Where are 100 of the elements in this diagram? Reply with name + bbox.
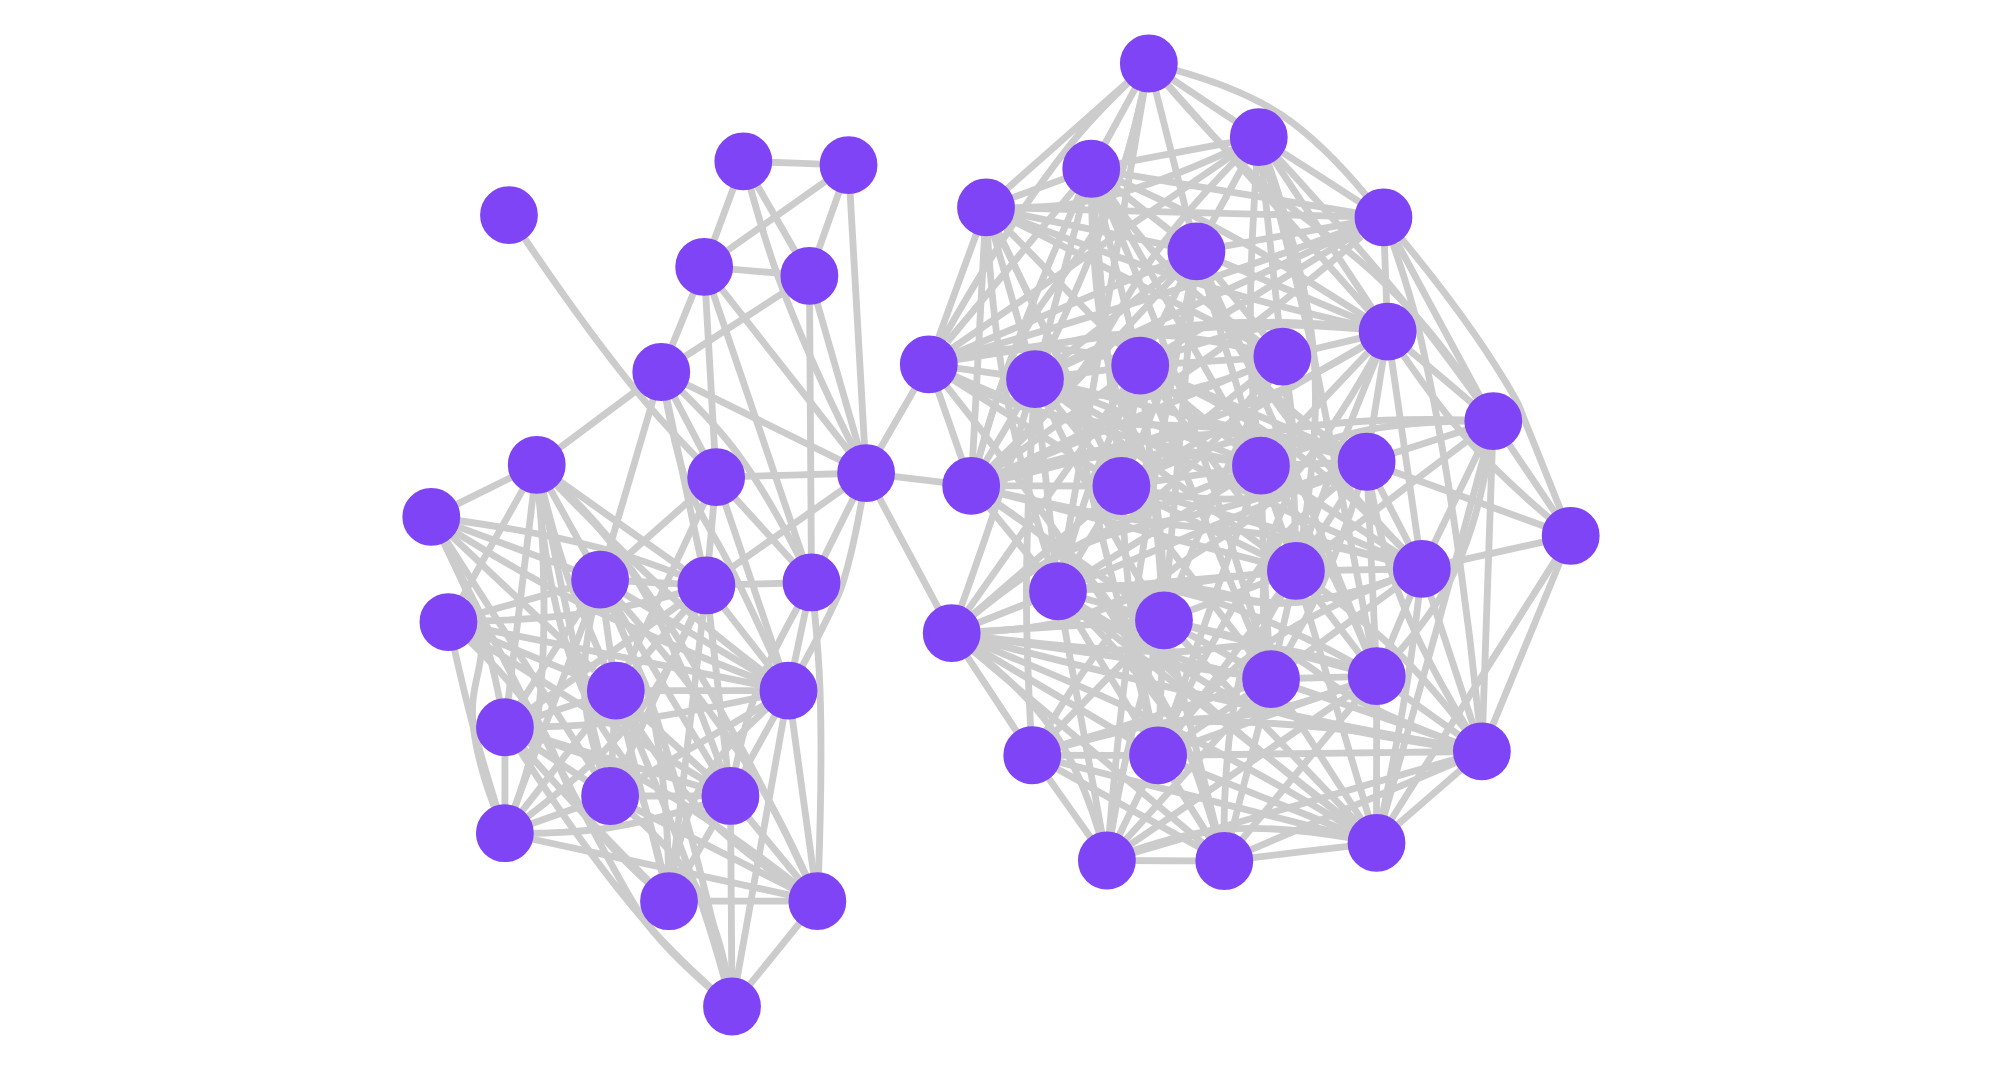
connector — [534, 492, 666, 876]
connector — [1478, 449, 1495, 724]
connector — [731, 579, 783, 589]
connector — [941, 382, 1220, 836]
connector — [439, 539, 503, 702]
connector — [439, 539, 712, 992]
connector — [717, 286, 851, 454]
node-circle — [1005, 350, 1063, 408]
connector — [819, 496, 856, 561]
connector — [1100, 86, 1138, 147]
connector — [731, 495, 795, 565]
connector — [473, 624, 761, 689]
connector — [1205, 159, 1248, 229]
connector — [1307, 483, 1354, 550]
connector — [1425, 593, 1476, 727]
connector — [963, 654, 1019, 734]
connector — [1060, 390, 1132, 566]
connector — [943, 187, 1076, 344]
connector — [768, 158, 820, 168]
connector — [454, 522, 575, 574]
connector — [1396, 689, 1461, 739]
connector — [1389, 467, 1546, 530]
node-circle — [1077, 831, 1135, 890]
connector — [976, 636, 1456, 751]
node-circle — [713, 132, 772, 191]
connector — [442, 538, 598, 776]
connector — [500, 753, 508, 807]
connector — [555, 477, 685, 573]
connector — [1151, 88, 1192, 226]
connector — [720, 502, 782, 666]
connector — [620, 590, 766, 680]
connector — [1363, 487, 1378, 650]
connector — [1396, 235, 1564, 513]
connector — [1044, 775, 1093, 841]
connector — [994, 234, 1363, 478]
node-circle — [1194, 832, 1253, 890]
connector — [1126, 689, 1355, 848]
connector — [1169, 76, 1237, 125]
connector — [974, 191, 1083, 461]
connector — [1379, 243, 1390, 306]
node-circle — [1118, 34, 1177, 93]
connector — [631, 805, 795, 893]
connector — [787, 717, 817, 875]
node-circle — [1166, 222, 1225, 281]
connector — [464, 637, 650, 886]
connector — [1164, 82, 1372, 314]
node-circle — [1128, 726, 1186, 785]
connector — [1296, 673, 1350, 682]
node-circle — [836, 444, 894, 502]
node-circle — [781, 553, 840, 612]
connector — [1068, 612, 1146, 734]
node-circle — [1353, 188, 1412, 247]
connector — [974, 88, 1146, 461]
connector — [753, 183, 798, 254]
connector — [610, 600, 719, 775]
node-circle — [818, 136, 877, 194]
node-circle — [631, 343, 690, 401]
connector — [1163, 82, 1480, 400]
connector — [1404, 346, 1475, 407]
connector — [874, 495, 941, 610]
connector — [739, 713, 778, 774]
connector — [456, 517, 681, 579]
connector — [1290, 583, 1400, 666]
connector — [529, 835, 791, 899]
connector — [933, 389, 965, 462]
connector — [1022, 406, 1036, 728]
connector — [503, 490, 536, 701]
connector — [956, 404, 1030, 610]
connector — [1168, 775, 1213, 841]
connector — [1377, 594, 1422, 818]
connector — [518, 744, 652, 885]
connector — [1055, 389, 1396, 562]
connector — [954, 321, 1360, 363]
node-circle — [1346, 647, 1405, 705]
connector — [1309, 591, 1363, 658]
connector — [969, 467, 1341, 618]
connector — [1261, 161, 1374, 651]
connector — [968, 234, 987, 459]
connector — [1393, 766, 1463, 828]
connector — [627, 810, 731, 980]
connector — [1074, 607, 1219, 836]
connector — [701, 293, 717, 450]
connector — [1010, 209, 1171, 250]
connector — [555, 385, 641, 452]
node-circle — [1336, 432, 1395, 491]
connector — [1131, 755, 1455, 856]
connector — [667, 291, 696, 349]
node-circle — [787, 872, 846, 931]
connector — [615, 598, 809, 879]
connector — [1429, 444, 1484, 547]
connector — [552, 481, 809, 878]
connector — [1053, 765, 1202, 851]
connector — [742, 470, 838, 480]
node-circle — [479, 186, 537, 244]
node-circle — [401, 488, 460, 546]
node-circle — [1134, 591, 1192, 650]
connector — [743, 814, 802, 882]
connector — [730, 604, 801, 771]
node-circle — [921, 604, 980, 663]
connector — [704, 503, 717, 559]
